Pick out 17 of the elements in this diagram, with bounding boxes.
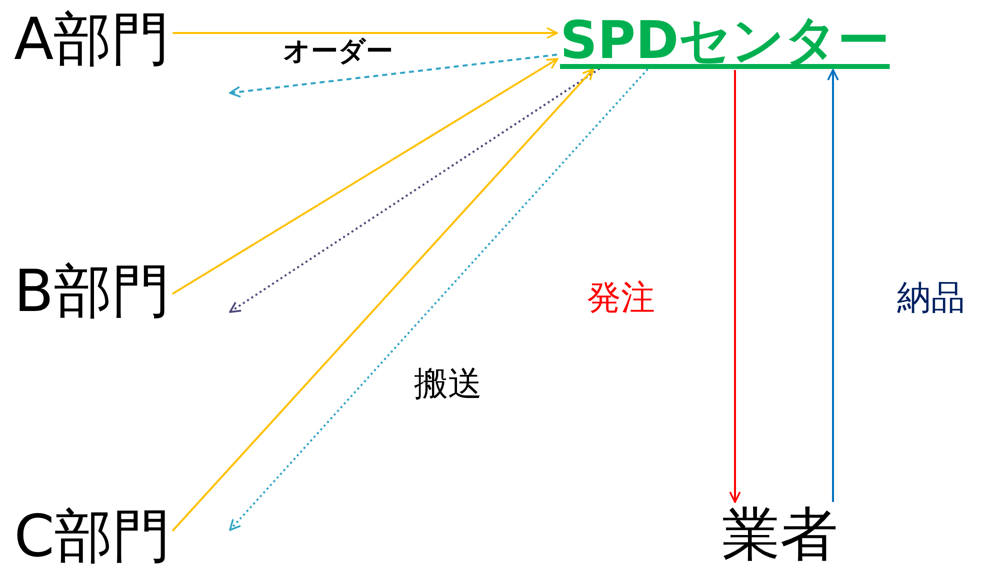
node-label: B部門 [14,262,170,320]
arrow [172,58,558,295]
arrow [229,68,648,531]
arrow [229,68,600,313]
title-text: SPDセンター [560,15,890,67]
flow-label: オーダー [283,38,393,65]
flow-label: 発注 [587,281,655,315]
flow-label: 納品 [897,281,965,315]
node-label: 業者 [722,505,838,563]
flow-label: 搬送 [414,367,482,401]
arrow [229,54,558,98]
arrow [172,68,594,532]
arrow [729,70,741,503]
arrow [827,69,839,502]
node-label: A部門 [14,10,170,68]
node-label: C部門 [14,507,170,565]
arrow [172,27,558,39]
